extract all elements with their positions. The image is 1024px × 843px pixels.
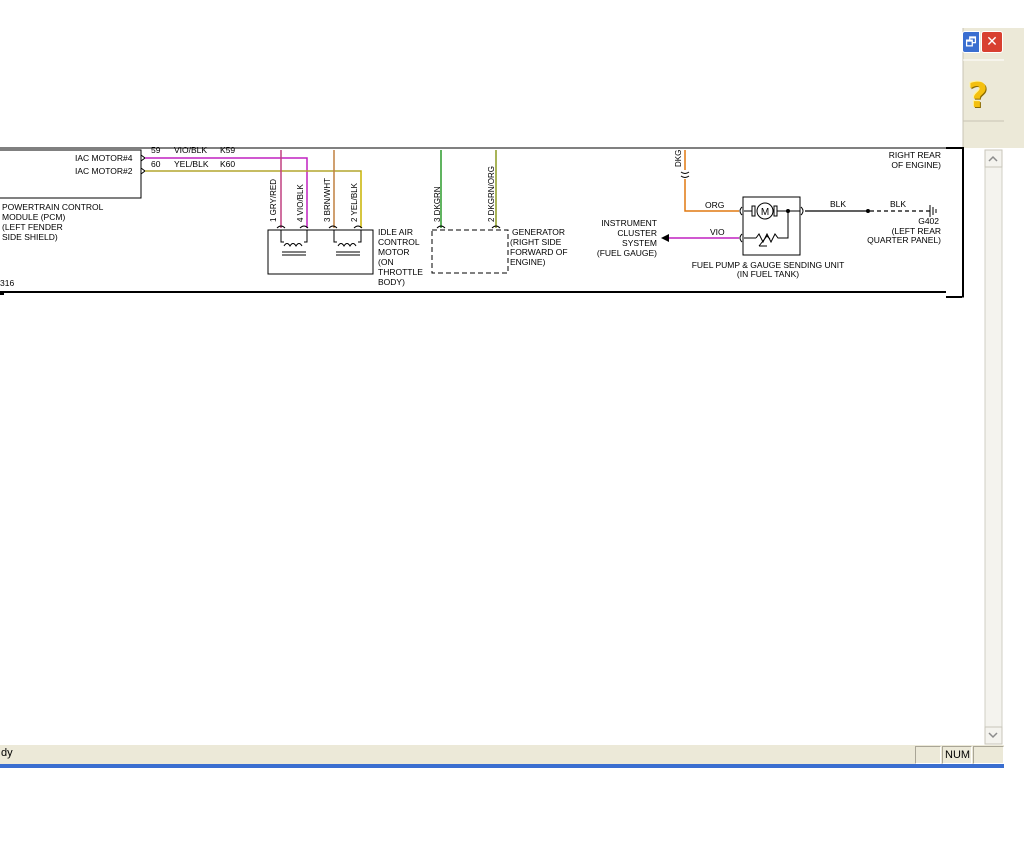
motor-m-symbol: M [761, 207, 769, 218]
pcm-pin59-color: VIO/BLK [174, 145, 207, 155]
pcm-pin59-circuit: K59 [220, 145, 235, 155]
iac-wire-4-label: 4 VIO/BLK [296, 184, 305, 222]
fuel-unit-label-2: (IN FUEL TANK) [737, 269, 799, 279]
close-button[interactable]: ✕ [981, 31, 1003, 53]
status-text: dy [1, 747, 13, 759]
pcm-label-4: SIDE SHIELD) [2, 232, 58, 242]
fuel-pump-motor-symbol [744, 202, 800, 239]
ground-id: G402 [918, 216, 939, 226]
fuel-unit-label-1: FUEL PUMP & GAUGE SENDING UNIT [692, 260, 845, 270]
pcm-pin60-name: IAC MOTOR#2 [75, 166, 133, 176]
iac-label-3: MOTOR [378, 247, 409, 257]
gen-wire-2-label: 2 DKGRN/ORG [487, 166, 496, 222]
gen-label-4: ENGINE) [510, 257, 546, 267]
cluster-label-3: SYSTEM [622, 238, 657, 248]
wire-vio-blk [145, 157, 308, 228]
num-lock-indicator: NUM [942, 746, 972, 764]
statusbar-bg [0, 745, 1004, 764]
iac-label-1: IDLE AIR [378, 227, 413, 237]
iac-wire-3-label: 3 BRN/WHT [323, 178, 332, 222]
pcm-label-1: POWERTRAIN CONTROL [2, 202, 104, 212]
ground-top-label-1: RIGHT REAR [889, 150, 941, 160]
restore-button[interactable]: 🗗 [962, 31, 980, 53]
help-icon: ? [968, 76, 988, 116]
ground-top-label-2: OF ENGINE) [891, 160, 941, 170]
status-panel-empty [915, 746, 941, 764]
pcm-pin59-number: 59 [151, 145, 161, 155]
ground-label-2: QUARTER PANEL) [867, 235, 941, 245]
iac-wire-2-label: 2 YEL/BLK [350, 182, 359, 222]
gen-label-3: FORWARD OF [510, 247, 568, 257]
ground-symbol [929, 205, 937, 217]
iac-coil-right [333, 230, 362, 256]
generator-box [431, 229, 509, 274]
splice-dot [866, 209, 870, 213]
vio-wire-label: VIO [710, 227, 725, 237]
blk-wire-label-1: BLK [830, 199, 846, 209]
pcm-label-2: MODULE (PCM) [2, 212, 65, 222]
status-panel-blank [973, 746, 1004, 764]
fuel-pump-box [742, 196, 801, 256]
blk-wire-label-2: BLK [890, 199, 906, 209]
taskbar-edge [0, 764, 1004, 768]
vertical-scrollbar[interactable] [984, 149, 1003, 745]
gen-label-2: (RIGHT SIDE [510, 237, 562, 247]
pcm-pin60-circuit: K60 [220, 159, 235, 169]
iac-label-4: (ON [378, 257, 394, 267]
iac-label-5: THROTTLE [378, 267, 423, 277]
close-icon: ✕ [986, 34, 998, 50]
gen-label-1: GENERATOR [512, 227, 565, 237]
pcm-pin59-name: IAC MOTOR#4 [75, 153, 133, 163]
iac-coil-left [280, 230, 308, 256]
ground-label-1: (LEFT REAR [892, 226, 941, 236]
cluster-label-4: (FUEL GAUGE) [597, 248, 657, 258]
frame-right [946, 147, 964, 298]
iac-label-6: BODY) [378, 277, 405, 287]
arrow-to-cluster [661, 234, 669, 242]
iac-label-2: CONTROL [378, 237, 420, 247]
help-button[interactable]: ? [963, 75, 993, 117]
pcm-pin60-color: YEL/BLK [174, 159, 209, 169]
gauge-sender-resistor [744, 232, 786, 247]
pcm-pin60-number: 60 [151, 159, 161, 169]
org-wire-label: ORG [705, 200, 724, 210]
pcm-label-3: (LEFT FENDER [2, 222, 63, 232]
wire-org [684, 179, 739, 212]
cluster-label-2: CLUSTER [617, 228, 657, 238]
iac-wire-1-label: 1 GRY/RED [269, 179, 278, 222]
connector-dkg [680, 171, 690, 178]
iac-motor-box [267, 229, 374, 275]
page-reference: 316 [0, 278, 14, 288]
dkg-wire-label: DKG [674, 150, 683, 167]
restore-icon: 🗗 [965, 35, 977, 49]
gen-wire-3-label: 3 DKGRN [433, 186, 442, 222]
cluster-label-1: INSTRUMENT [601, 218, 657, 228]
